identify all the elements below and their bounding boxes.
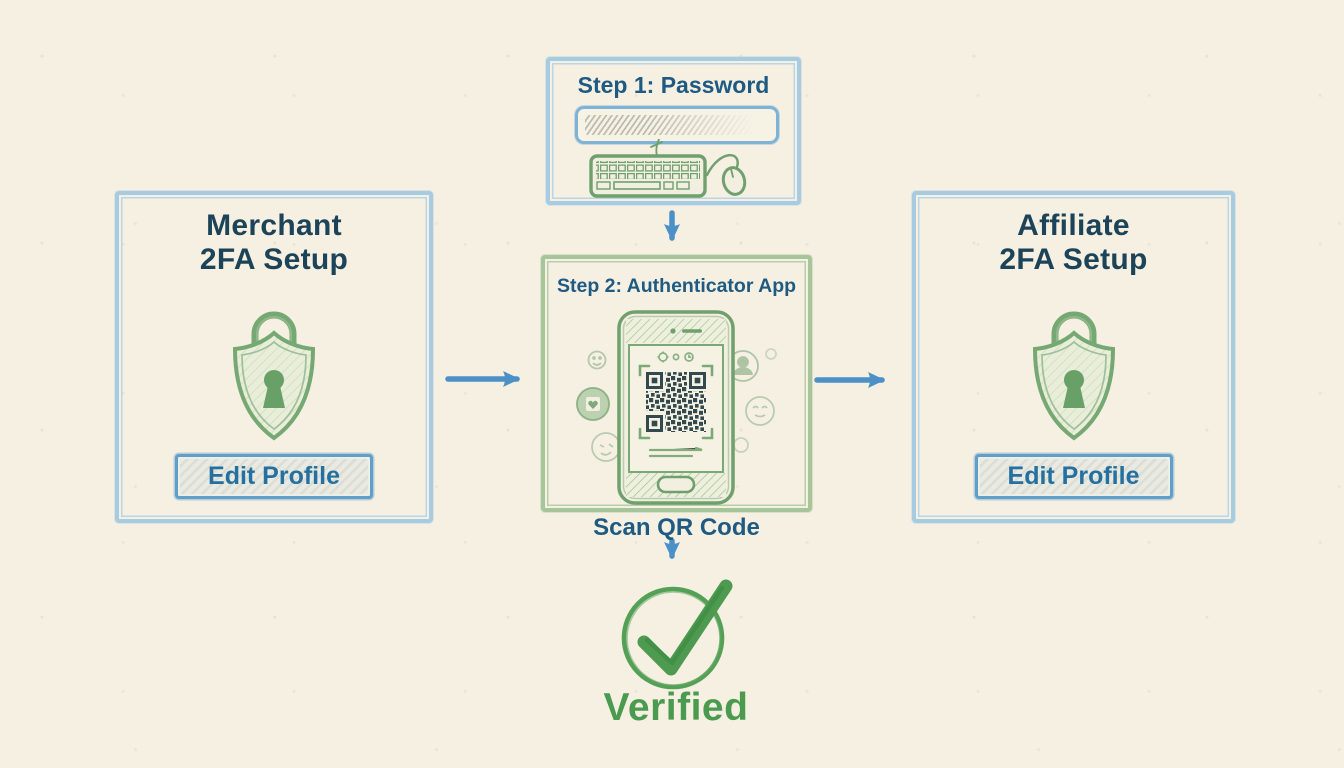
affiliate-panel-title: Affiliate 2FA Setup [916, 209, 1231, 277]
edit-profile-button[interactable]: Edit Profile [175, 454, 373, 499]
phone-icon [617, 310, 735, 505]
smiley-icon [587, 350, 607, 370]
step2-title: Step 2: Authenticator App [556, 275, 797, 297]
home-button [656, 475, 696, 494]
keyboard-mouse-icon [589, 139, 747, 198]
status-icons [657, 351, 694, 363]
merchant-title-line2: 2FA Setup [199, 243, 349, 276]
dot-doodle [765, 348, 777, 360]
checkmark-circle-icon [621, 579, 733, 690]
step1-title: Step 1: Password [577, 72, 770, 98]
merchant-panel-title: Merchant 2FA Setup [119, 209, 429, 277]
password-scribble [585, 115, 762, 135]
password-input[interactable] [575, 106, 779, 144]
shield-lock-icon [1032, 311, 1115, 441]
camera-dot [670, 328, 676, 334]
affiliate-title-line2: 2FA Setup [999, 243, 1148, 276]
affiliate-panel: Affiliate 2FA Setup Edit Profile [912, 191, 1235, 523]
affiliate-title-line1: Affiliate [1017, 209, 1130, 242]
merchant-panel: Merchant 2FA Setup Edit Profile [115, 191, 433, 523]
merchant-shield [219, 287, 329, 447]
step1-panel: Step 1: Password [546, 57, 801, 205]
shield-lock-icon [232, 311, 316, 441]
mouse-icon [721, 166, 747, 196]
merchant-title-line1: Merchant [206, 209, 342, 242]
speaker-line [682, 329, 702, 333]
screen-text-lines [648, 446, 703, 458]
edit-profile-button[interactable]: Edit Profile [974, 454, 1173, 499]
dot-doodle [733, 437, 749, 453]
viewfinder-brackets [638, 364, 714, 440]
affiliate-shield [1019, 287, 1129, 447]
mouse-cable [705, 154, 739, 177]
cat-face-icon [745, 396, 775, 426]
qr-code-icon [644, 370, 708, 434]
cable-line [650, 139, 663, 157]
scan-qr-caption: Scan QR Code [593, 514, 760, 541]
step2-panel: Step 2: Authenticator App [541, 255, 812, 512]
verified-label: Verified [603, 686, 749, 729]
badge-heart-icon [576, 387, 610, 421]
